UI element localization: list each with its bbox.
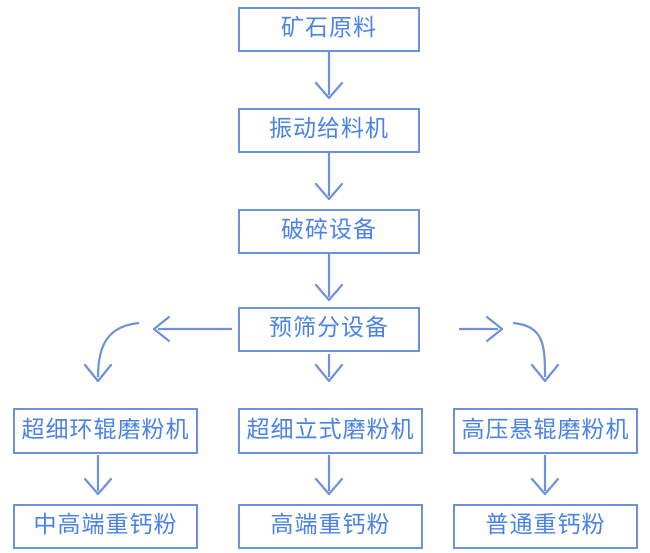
node-pre-screening-label: 预筛分设备	[269, 315, 389, 341]
node-crushing-equipment-label: 破碎设备	[281, 217, 377, 243]
edge-crushing-equipment-to-pre-screening	[314, 254, 344, 302]
edge-pre-screening-to-ring-roller-mill	[83, 315, 232, 383]
edge-suspension-mill-to-ordinary-product	[530, 455, 560, 496]
edge-pre-screening-to-vertical-mill	[314, 354, 344, 383]
node-raw-ore-label: 矿石原料	[281, 15, 377, 41]
node-vertical-mill[interactable]: 超细立式磨粉机	[238, 408, 423, 454]
node-pre-screening[interactable]: 预筛分设备	[238, 307, 420, 352]
node-vibrating-feeder-label: 振动给料机	[269, 116, 389, 142]
node-vertical-mill-label: 超细立式磨粉机	[246, 416, 415, 443]
node-suspension-mill-label: 高压悬辊磨粉机	[461, 416, 630, 443]
node-crushing-equipment[interactable]: 破碎设备	[238, 209, 420, 254]
node-ring-roller-mill-label: 超细环辊磨粉机	[21, 416, 190, 443]
node-mid-high-product-label: 中高端重钙粉	[33, 512, 178, 538]
node-ordinary-product[interactable]: 普通重钙粉	[453, 504, 638, 549]
node-ring-roller-mill[interactable]: 超细环辊磨粉机	[13, 408, 198, 454]
edge-ring-roller-mill-to-mid-high-product	[83, 455, 113, 496]
node-high-end-product[interactable]: 高端重钙粉	[238, 504, 423, 549]
node-vibrating-feeder[interactable]: 振动给料机	[238, 108, 420, 153]
edge-raw-ore-to-vibrating-feeder	[314, 52, 344, 100]
node-ordinary-product-label: 普通重钙粉	[485, 512, 606, 538]
node-raw-ore[interactable]: 矿石原料	[238, 7, 420, 52]
node-high-end-product-label: 高端重钙粉	[270, 512, 391, 538]
edge-pre-screening-to-suspension-mill	[459, 315, 560, 383]
node-suspension-mill[interactable]: 高压悬辊磨粉机	[453, 408, 638, 454]
node-mid-high-product[interactable]: 中高端重钙粉	[13, 504, 198, 549]
edge-vibrating-feeder-to-crushing-equipment	[314, 153, 344, 201]
edge-vertical-mill-to-high-end-product	[314, 455, 344, 496]
